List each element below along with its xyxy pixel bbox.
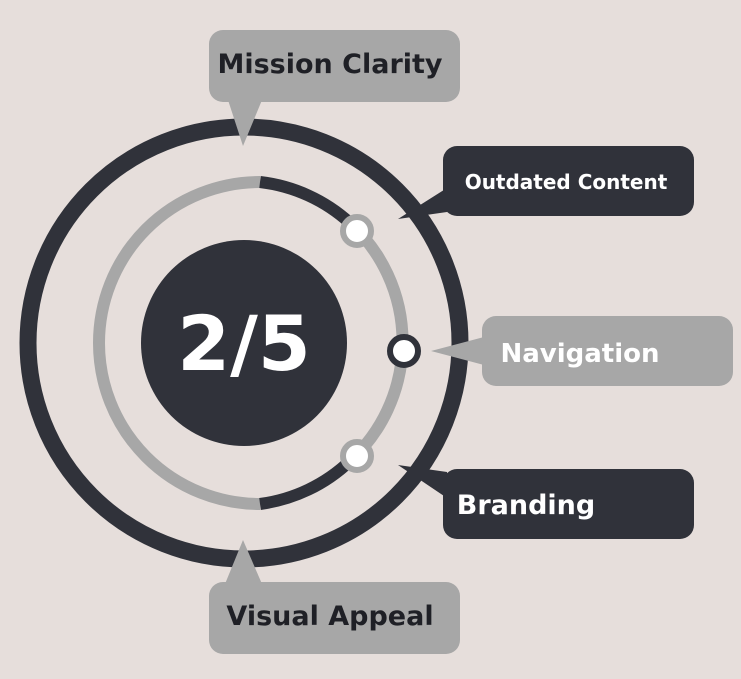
label-outdated-content: Outdated Content <box>465 170 668 194</box>
inner-ring-left-arc <box>93 176 261 510</box>
marker-navigation <box>387 334 421 368</box>
label-navigation: Navigation <box>500 339 659 369</box>
label-mission-clarity: Mission Clarity <box>217 49 442 80</box>
label-branding: Branding <box>457 490 595 521</box>
center-score: 2/5 <box>177 299 311 388</box>
inner-ring-bottom-arc <box>259 456 355 510</box>
center-disc <box>141 240 347 446</box>
label-visual-appeal: Visual Appeal <box>226 601 433 632</box>
marker-outdated-content <box>340 214 374 248</box>
callout-navigation: Navigation <box>431 316 733 386</box>
marker-branding <box>340 439 374 473</box>
inner-ring-top-arc <box>259 176 355 228</box>
callout-outdated-content: Outdated Content <box>398 146 694 219</box>
callout-visual-appeal: Visual Appeal <box>209 540 460 654</box>
callout-branding: Branding <box>398 465 694 539</box>
callout-mission-clarity: Mission Clarity <box>209 30 460 146</box>
